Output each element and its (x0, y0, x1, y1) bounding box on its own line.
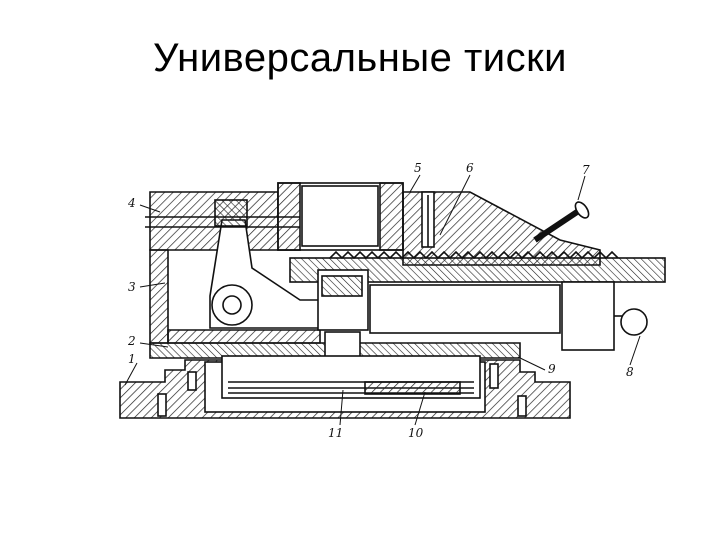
callout-11: 11 (328, 426, 343, 440)
ring-bolt-left (187, 371, 197, 391)
callout-1: 1 (128, 352, 136, 366)
slide-guide (369, 284, 561, 334)
leader-lines (124, 174, 641, 426)
handle-lever (533, 201, 590, 243)
callout-10: 10 (408, 426, 424, 440)
callout-8: 8 (626, 365, 634, 379)
base-bolt-left (157, 393, 167, 417)
end-housing (561, 281, 648, 351)
slide-title: Универсальные тиски (153, 36, 567, 80)
callout-labels: 1 2 3 4 5 6 7 8 9 10 11 (127, 161, 634, 440)
bearing-rollers (221, 355, 481, 399)
callout-9: 9 (548, 362, 556, 376)
callout-4: 4 (127, 196, 136, 210)
callout-3: 3 (128, 280, 136, 294)
callout-6: 6 (466, 161, 474, 175)
ring-bolt-right (489, 363, 499, 389)
base-bolt-right (517, 395, 527, 417)
callout-2: 2 (127, 334, 136, 348)
callout-5: 5 (414, 161, 422, 175)
callout-7: 7 (582, 163, 590, 177)
clamp-screw (145, 216, 300, 228)
